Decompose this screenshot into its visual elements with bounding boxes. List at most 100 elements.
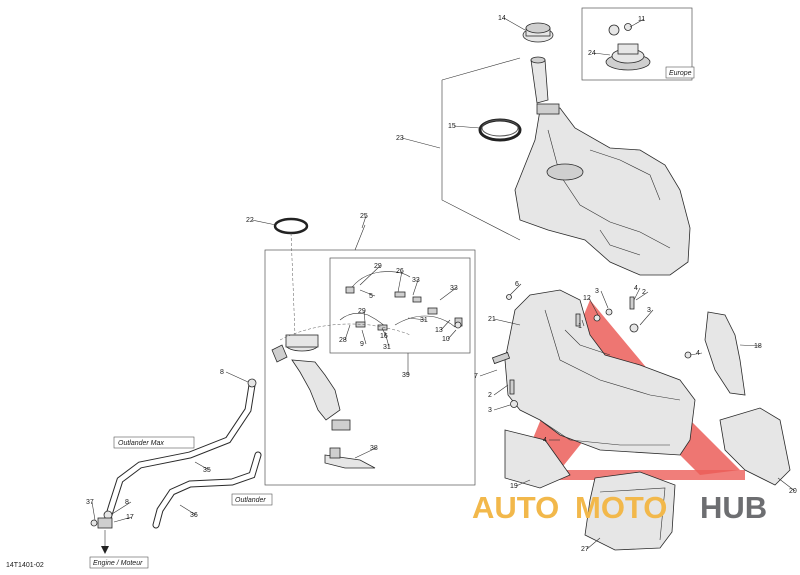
callout-number: 21: [488, 316, 496, 323]
callout-leader: [629, 18, 645, 28]
fuel-pump-part: [271, 334, 376, 469]
callout-number: 22: [246, 217, 254, 224]
callout-number: 4: [543, 437, 547, 444]
callout-leader: [509, 283, 522, 296]
callout-leader: [479, 369, 498, 377]
callout-number: 26: [396, 268, 404, 275]
callout-leader: [453, 125, 481, 129]
fuel-tank-part: [514, 103, 691, 276]
callout-number: 4: [696, 350, 700, 357]
callout-number: 6: [515, 281, 519, 288]
callout-number: 35: [203, 467, 211, 474]
callout-leader: [359, 289, 376, 297]
callout-leader: [689, 352, 703, 356]
callout-leader: [633, 287, 641, 301]
clip-37: [90, 519, 98, 527]
callout-leader: [361, 215, 367, 229]
callout-number: 18: [754, 343, 762, 350]
callout-number: 12: [583, 295, 591, 302]
callout-number: 15: [448, 123, 456, 130]
callout-number: 31: [420, 317, 428, 324]
callout-leader: [361, 329, 367, 345]
callout-number: 29: [358, 308, 366, 315]
callout-number: 23: [396, 135, 404, 142]
callout-leader: [440, 319, 451, 331]
callout-leader: [354, 447, 377, 459]
europe-cap-icon: [605, 23, 651, 71]
tank-ring-part: [478, 118, 522, 142]
callout-number: 31: [383, 344, 391, 351]
fuel-hose-max: [104, 381, 256, 522]
callout-leader: [447, 329, 457, 340]
engine-arrow-head: [101, 546, 109, 554]
europe-label: Europe: [669, 70, 692, 77]
tank-support-part: [504, 289, 696, 456]
callout-number: 1: [578, 323, 582, 330]
callout-leader: [401, 137, 441, 149]
callout-leader: [225, 371, 249, 383]
callout-number: 2: [642, 289, 646, 296]
outlander-label: Outlander: [235, 497, 266, 504]
callout-leader: [581, 319, 585, 327]
callout-leader: [194, 461, 210, 471]
callout-number: 8: [125, 499, 129, 506]
outlander-max-label-box: [113, 436, 195, 449]
skid-plate-part: [584, 471, 676, 551]
callout-number: 28: [339, 337, 347, 344]
callout-leader: [588, 297, 599, 316]
callout-number: 19: [510, 483, 518, 490]
callout-leader-25: [354, 224, 366, 251]
fuel-pump-frame: [264, 249, 476, 486]
callout-number: 13: [435, 327, 443, 334]
callout-number: 33: [412, 277, 420, 284]
callout-number: 8: [220, 369, 224, 376]
callout-leader: [359, 265, 381, 286]
callout-leader: [91, 501, 96, 521]
callout-number: 3: [595, 288, 599, 295]
callout-leader: [344, 324, 351, 341]
callout-number: 33: [450, 285, 458, 292]
callout-leader: [503, 17, 526, 31]
pump-guide: [279, 323, 411, 341]
callout-number: 39: [402, 372, 410, 379]
outlander-max-label: Outlander Max: [118, 440, 164, 447]
callout-leader: [493, 318, 521, 326]
watermark-moto: MOTO: [575, 490, 667, 525]
hose-kit-frame: [329, 257, 471, 354]
callout-leader: [363, 310, 366, 323]
callout-leader: [439, 287, 457, 301]
filler-hose-part: [530, 56, 549, 104]
callout-leader: [777, 477, 796, 492]
watermark-auto: AUTO: [472, 490, 559, 525]
callout-leader-23: [441, 80, 521, 241]
gasket-guide: [290, 232, 296, 336]
clamp-8-top: [247, 378, 257, 388]
callout-leader: [593, 52, 611, 56]
callout-leader: [179, 504, 197, 516]
callout-number: 5: [369, 293, 373, 300]
callout-leader: [639, 309, 654, 326]
callout-number: 3: [647, 307, 651, 314]
callout-number: 20: [789, 488, 797, 495]
connector-17: [97, 517, 113, 529]
callout-leader: [600, 290, 609, 309]
callout-number: 11: [638, 16, 645, 23]
callout-number: 2: [488, 392, 492, 399]
callout-leader: [515, 479, 531, 487]
engine-label-box: [89, 556, 149, 569]
gasket-part: [273, 217, 309, 235]
callout-number: 17: [126, 514, 134, 521]
callout-number: 27: [581, 546, 589, 553]
watermark-hub: HUB: [700, 490, 767, 525]
callout-leader: [397, 270, 403, 293]
outlander-label-box: [231, 493, 273, 506]
callout-number: 36: [190, 512, 198, 519]
callout-number: 25: [360, 213, 368, 220]
callout-leader: [384, 331, 390, 348]
callout-leader: [381, 327, 387, 337]
callout-leader: [635, 291, 649, 301]
callout-leader: [412, 279, 419, 296]
watermark-text: AUTO MOTO HUB: [472, 490, 767, 525]
